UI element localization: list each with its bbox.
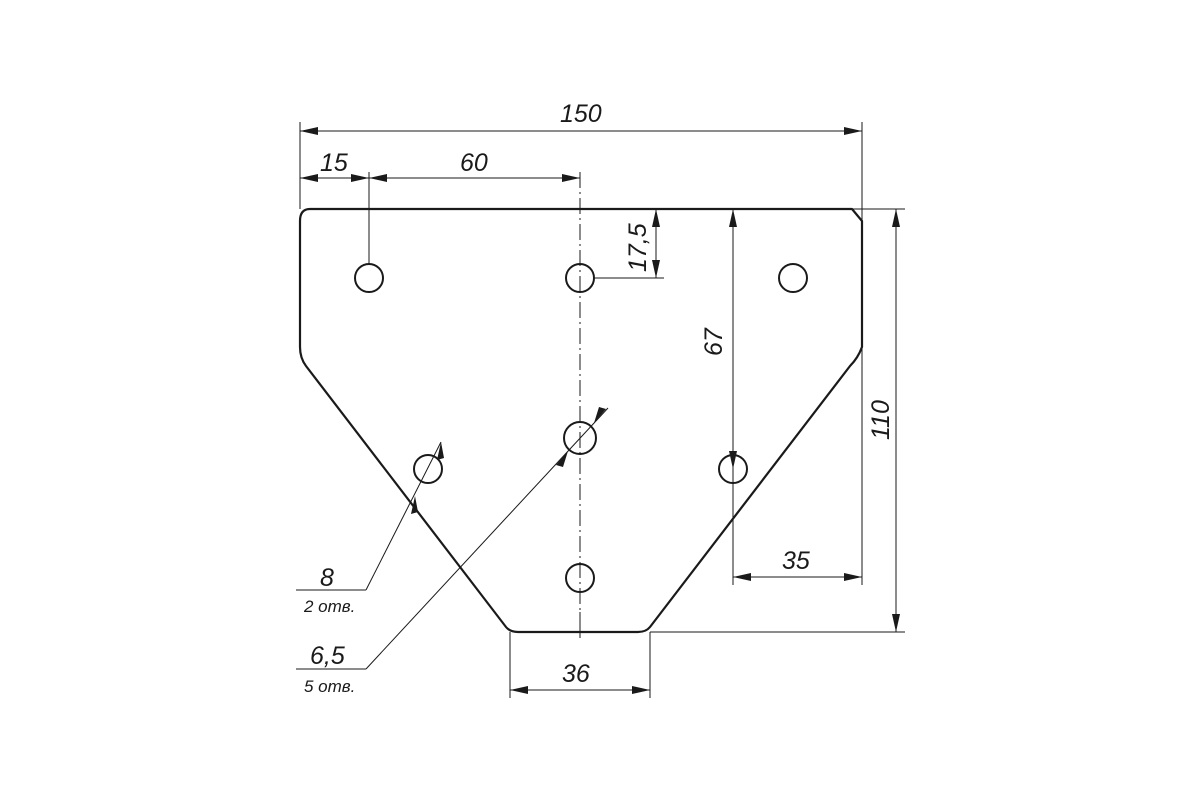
leader-8 (365, 441, 442, 591)
arrowhead (892, 614, 900, 632)
arrowhead (437, 442, 444, 460)
dim-6-5-label: 6,5 (310, 642, 345, 670)
arrowhead (562, 174, 580, 182)
arrowhead (652, 209, 660, 227)
arrowhead (844, 127, 862, 135)
dim-17-5-label: 17,5 (624, 223, 652, 272)
hole-top-right (778, 263, 808, 293)
arrowhead (300, 127, 318, 135)
arrowhead (729, 451, 737, 469)
arrowhead (892, 209, 900, 227)
dim-60-label: 60 (460, 149, 488, 177)
dim-35-label: 35 (782, 547, 810, 575)
arrowhead (300, 174, 318, 182)
dim-15-label: 15 (320, 149, 348, 177)
arrowhead (411, 496, 418, 514)
dim-8-label: 8 (320, 564, 334, 592)
arrowhead (733, 573, 751, 581)
dim-36-label: 36 (562, 660, 590, 688)
leader-6-5 (365, 407, 609, 670)
arrowhead (632, 686, 650, 694)
hole-top-left (354, 263, 384, 293)
arrowhead (729, 209, 737, 227)
note-5-holes: 5 отв. (304, 677, 355, 696)
dim-150-label: 150 (560, 100, 602, 128)
arrowhead (369, 174, 387, 182)
arrowhead (652, 260, 660, 278)
arrowhead (594, 407, 606, 423)
dim-110-label: 110 (867, 400, 895, 440)
arrowhead (844, 573, 862, 581)
arrowhead (556, 451, 568, 467)
note-2-holes: 2 отв. (303, 597, 355, 616)
hole-mid-left (413, 454, 443, 484)
dim-67-label: 67 (700, 327, 728, 356)
arrowhead (351, 174, 369, 182)
arrowhead (510, 686, 528, 694)
plate-outline (298, 207, 864, 634)
